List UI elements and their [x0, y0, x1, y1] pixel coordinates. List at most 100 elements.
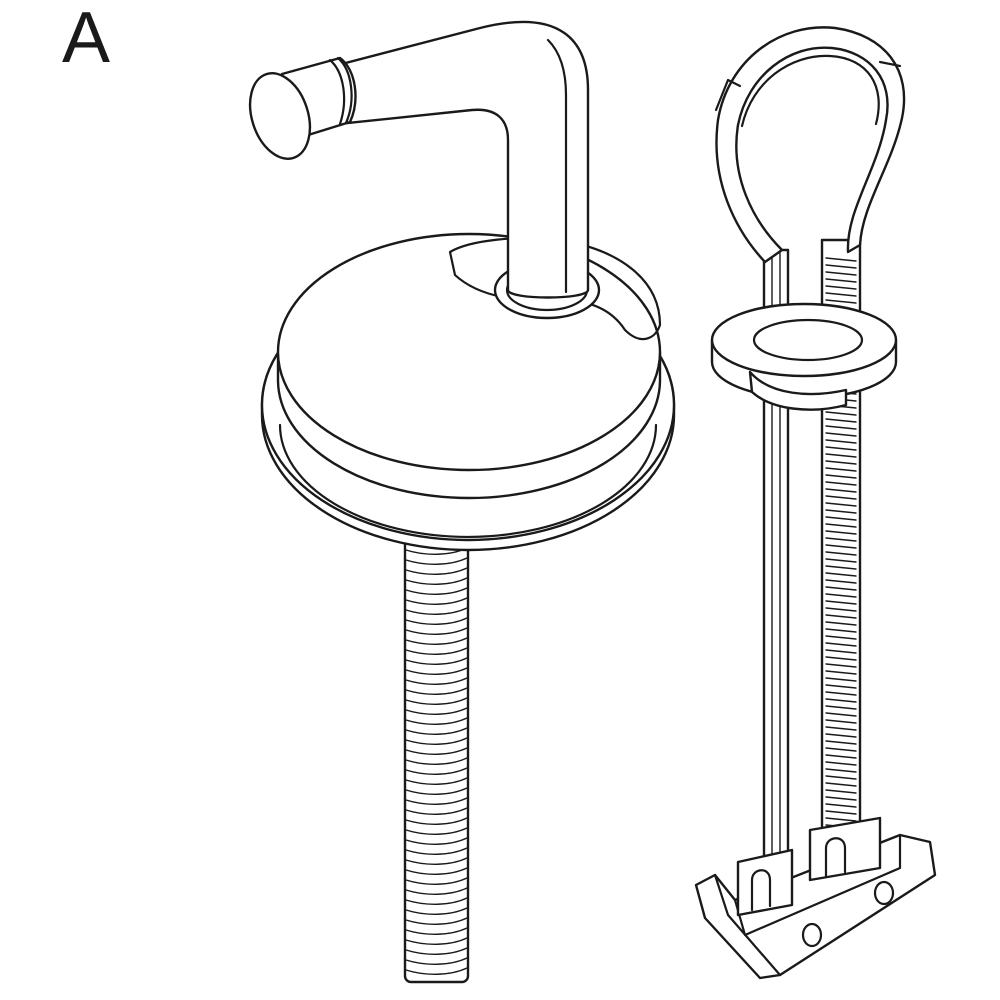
thread-line: [405, 567, 468, 575]
ratchet-tooth: [825, 775, 857, 780]
clip-assembly: [694, 26, 937, 980]
clip-loop: [714, 26, 906, 264]
cap-disc: [276, 232, 662, 500]
ratchet-tooth: [825, 789, 857, 794]
ratchet-tooth: [825, 285, 857, 290]
ratchet-tooth: [825, 460, 857, 465]
ratchet-tooth: [825, 642, 857, 647]
ratchet-tooth: [825, 264, 857, 269]
thread-line: [405, 727, 468, 735]
ratchet-tooth: [825, 614, 857, 619]
ratchet-tooth: [825, 257, 857, 262]
ratchet-tooth: [825, 565, 857, 570]
thread-line: [405, 947, 468, 955]
ratchet-tooth: [825, 810, 857, 815]
thread-line: [405, 747, 468, 755]
ratchet-tooth: [825, 796, 857, 801]
ratchet-tooth: [825, 537, 857, 542]
ratchet-tooth: [825, 530, 857, 535]
ratchet-tooth: [825, 439, 857, 444]
washer-ring: [710, 302, 898, 411]
ratchet-tooth: [825, 803, 857, 808]
ratchet-tooth: [825, 621, 857, 626]
ratchet-tooth: [825, 278, 857, 283]
ratchet-tooth: [825, 453, 857, 458]
ratchet-tooth: [825, 600, 857, 605]
ratchet-tooth: [825, 635, 857, 640]
thread-line: [405, 617, 468, 625]
ratchet-tooth: [825, 474, 857, 479]
thread-line: [405, 697, 468, 705]
thread-line: [405, 667, 468, 675]
ratchet-tooth: [825, 817, 857, 822]
ratchet-tooth: [825, 418, 857, 423]
thread-line: [405, 807, 468, 815]
thread-line: [405, 957, 468, 965]
thread-line: [405, 757, 468, 765]
ratchet-tooth: [825, 649, 857, 654]
thread-line: [405, 627, 468, 635]
ratchet-tooth: [825, 768, 857, 773]
ratchet-tooth: [825, 754, 857, 759]
thread-line: [405, 777, 468, 785]
ratchet-tooth: [825, 761, 857, 766]
thread-line: [405, 887, 468, 895]
thread-line: [405, 897, 468, 905]
thread-line: [405, 787, 468, 795]
ratchet-tooth: [825, 467, 857, 472]
ratchet-tooth: [825, 579, 857, 584]
ratchet-tooth: [825, 691, 857, 696]
thread-line: [405, 867, 468, 875]
thread-line: [405, 737, 468, 745]
ratchet-tooth: [825, 586, 857, 591]
thread-line: [405, 937, 468, 945]
ratchet-tooth: [825, 488, 857, 493]
thread-line: [405, 847, 468, 855]
hinge-bolt-assembly: [248, 20, 676, 984]
ratchet-tooth: [825, 271, 857, 276]
thread-line: [405, 817, 468, 825]
ratchet-tooth: [825, 558, 857, 563]
thread-line: [405, 767, 468, 775]
ratchet-tooth: [825, 411, 857, 416]
ratchet-tooth: [825, 782, 857, 787]
thread-line: [405, 967, 468, 975]
thread-line: [405, 907, 468, 915]
ratchet-tooth: [825, 432, 857, 437]
ratchet-tooth: [825, 292, 857, 297]
threaded-shaft: [403, 518, 470, 984]
ratchet-tooth: [825, 663, 857, 668]
ratchet-tooth: [825, 516, 857, 521]
thread-line: [405, 717, 468, 725]
ratchet-tooth: [825, 712, 857, 717]
thread-line: [405, 647, 468, 655]
ratchet-tooth: [825, 726, 857, 731]
ratchet-tooth: [825, 425, 857, 430]
ratchet-tooth: [825, 495, 857, 500]
ratchet-tooth: [825, 523, 857, 528]
ratchet-tooth: [825, 733, 857, 738]
ratchet-tooth: [825, 628, 857, 633]
ratchet-tooth: [825, 740, 857, 745]
thread-line: [405, 587, 468, 595]
thread-line: [405, 597, 468, 605]
ratchet-tooth: [825, 446, 857, 451]
base-clamp: [694, 816, 937, 980]
ratchet-tooth: [825, 684, 857, 689]
ratchet-tooth: [825, 705, 857, 710]
ratchet-tooth: [825, 509, 857, 514]
thread-line: [405, 827, 468, 835]
thread-line: [405, 687, 468, 695]
thread-line: [405, 657, 468, 665]
thread-line: [405, 677, 468, 685]
ratchet-tooth: [825, 551, 857, 556]
ratchet-tooth: [825, 656, 857, 661]
ratchet-tooth: [825, 502, 857, 507]
thread-line: [405, 877, 468, 885]
ratchet-tooth: [825, 481, 857, 486]
thread-line: [405, 707, 468, 715]
shaft-threads: [405, 537, 468, 975]
ratchet-tooth: [825, 719, 857, 724]
thread-line: [405, 857, 468, 865]
